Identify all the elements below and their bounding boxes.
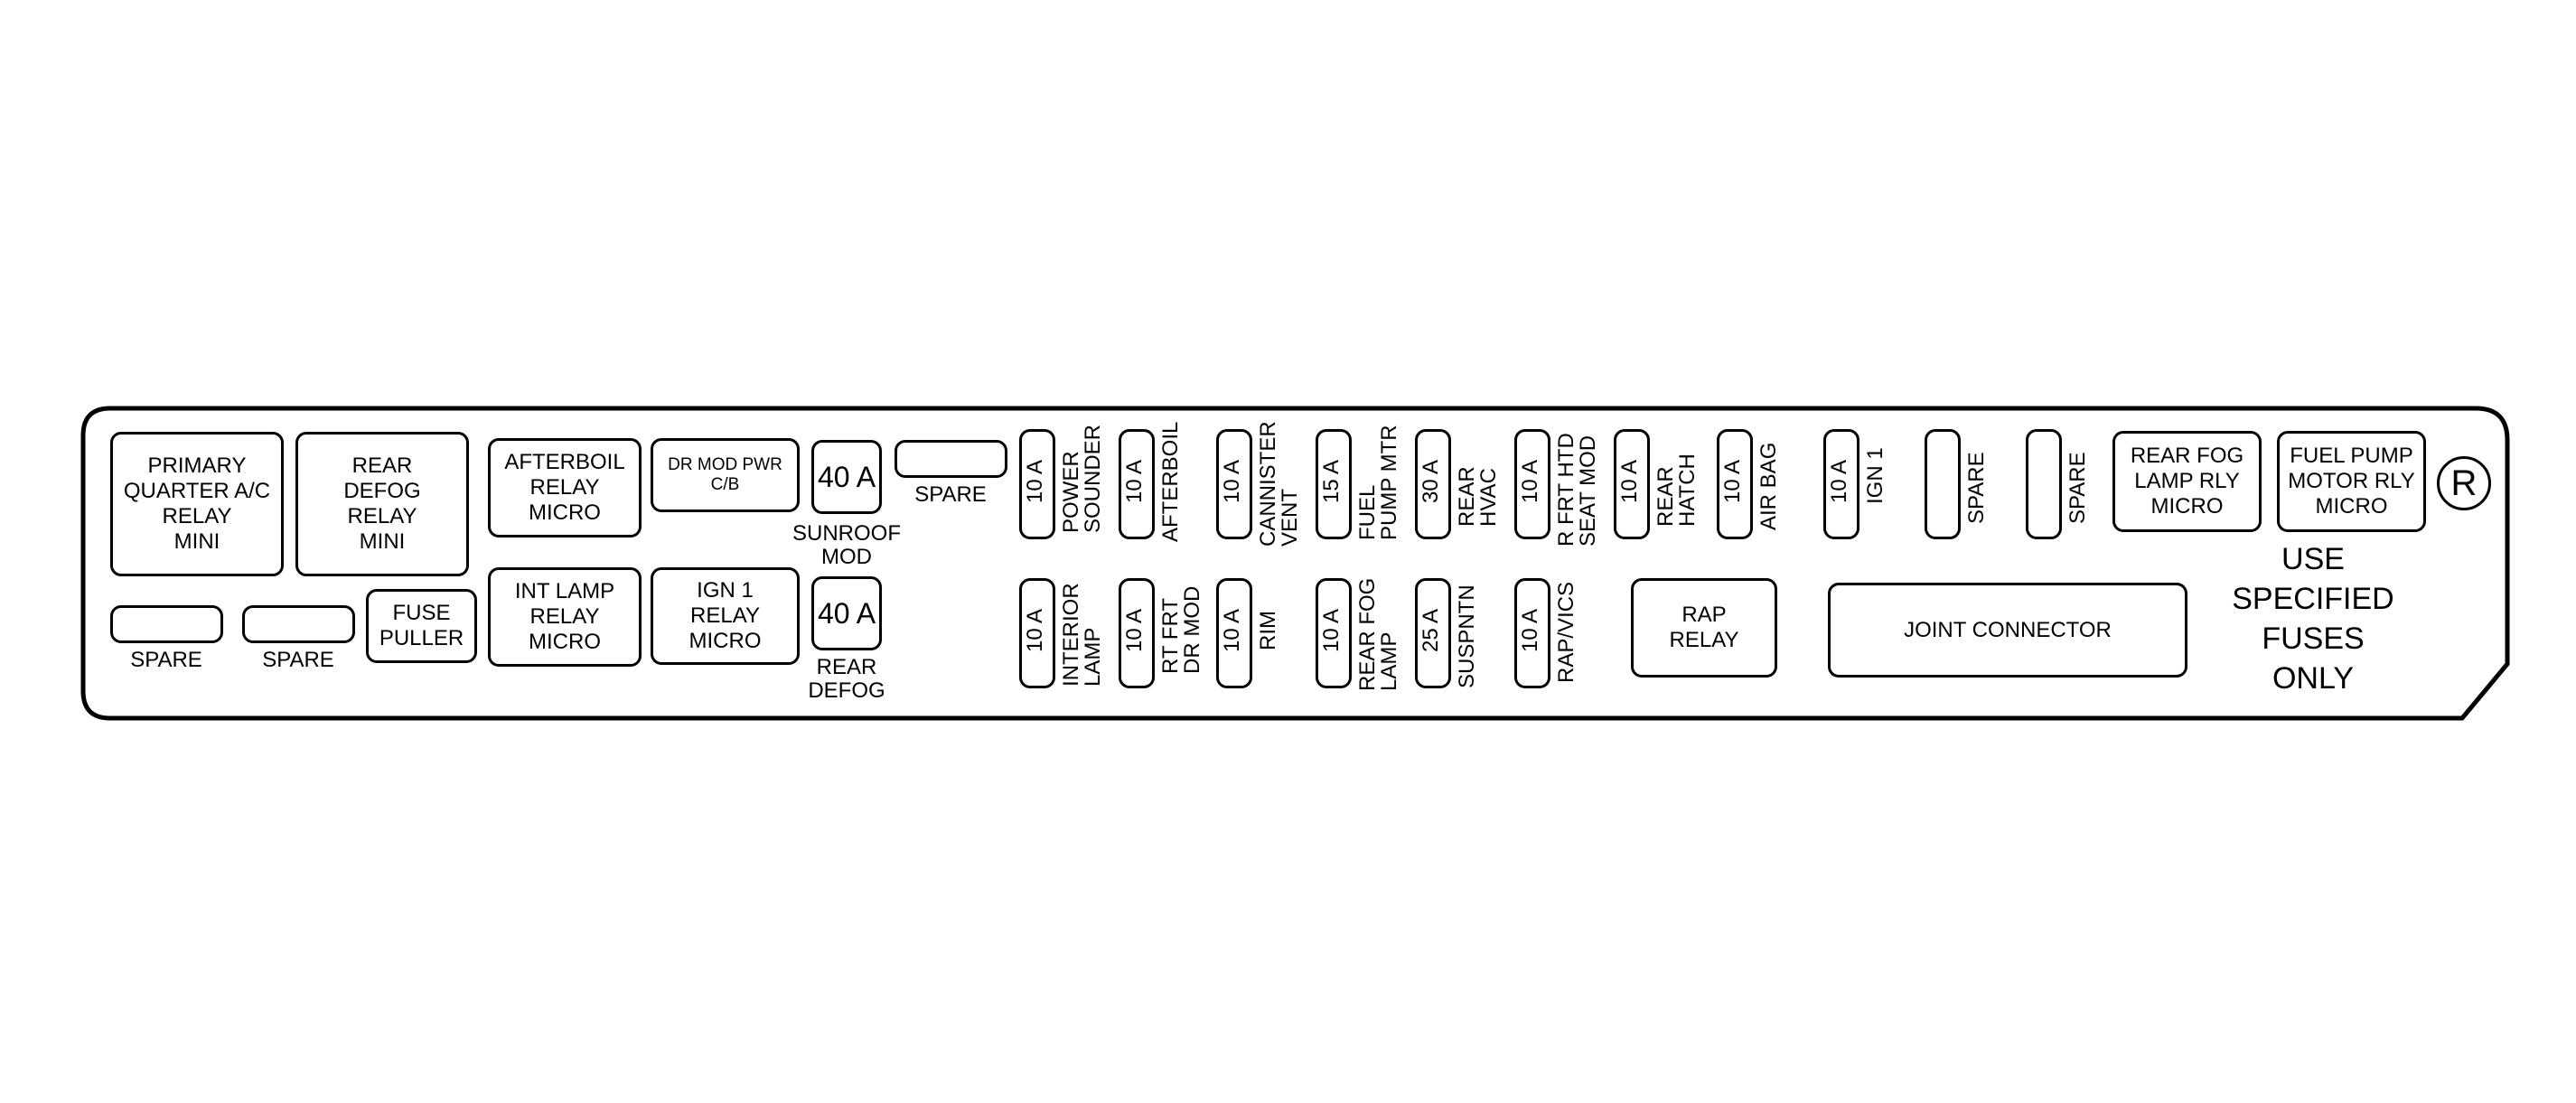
afterboil-relay: AFTERBOIL RELAY MICRO [488, 438, 642, 537]
fuse-label: AFTERBOIL [1158, 421, 1183, 542]
fuse-label: IGN 1 [1863, 447, 1888, 504]
use-specified-fuses-notice: USE SPECIFIED FUSES ONLY [2232, 542, 2394, 696]
fuse-rating: 10 A [1319, 608, 1344, 652]
spare-slot-1 [110, 605, 223, 643]
fuse-rap-vics [1514, 578, 1550, 688]
fuse-label: REAR FOG LAMP [1355, 577, 1401, 691]
fuse-rating: 10 A [1220, 608, 1244, 652]
fuse-label: R FRT HTD SEAT MOD [1554, 433, 1600, 547]
fuse-ign1 [1823, 429, 1859, 539]
fuse-interior-lamp [1019, 578, 1055, 688]
fuse-rim [1216, 578, 1252, 688]
fuse-spare-1 [1925, 429, 1961, 539]
fuse-rating: 30 A [1419, 459, 1443, 503]
primary-quarter-ac-relay: PRIMARY QUARTER A/C RELAY MINI [110, 432, 284, 576]
fuse-label: SUSPNTN [1455, 584, 1479, 688]
fuse-rating: 10 A [1720, 459, 1745, 503]
fuse-label: RT FRT DR MOD [1158, 585, 1204, 674]
fuse-rating: 10 A [1827, 459, 1851, 503]
fuse-rating: 15 A [1319, 459, 1344, 503]
fuse-rating: 10 A [1220, 459, 1244, 503]
rear-defog-label: REAR DEFOG [808, 655, 885, 703]
fuse-afterboil [1119, 429, 1155, 539]
fuse-rt-frt-dr-mod [1119, 578, 1155, 688]
ign1-relay: IGN 1 RELAY MICRO [651, 567, 800, 665]
rap-relay: RAP RELAY [1631, 578, 1777, 678]
fuse-rear-fog-lamp [1316, 578, 1352, 688]
rear-fog-lamp-relay: REAR FOG LAMP RLY MICRO [2112, 431, 2262, 532]
maxi-fuse-sunroof: 40 A [811, 440, 882, 514]
fuse-r-frt-htd-seat-mod [1514, 429, 1550, 539]
fuse-rating: 10 A [1122, 459, 1147, 503]
fuse-rating: 25 A [1419, 608, 1443, 652]
fuse-label: FUEL PUMP MTR [1355, 425, 1401, 540]
maxi-fuse-rear-defog: 40 A [811, 576, 882, 650]
fuel-pump-motor-relay: FUEL PUMP MOTOR RLY MICRO [2277, 431, 2426, 532]
fuse-rating: 10 A [1023, 459, 1047, 503]
int-lamp-relay: INT LAMP RELAY MICRO [488, 567, 642, 667]
fuse-rating: 10 A [1617, 459, 1642, 503]
registered-mark-icon: R [2437, 456, 2491, 510]
spare-slot-2 [242, 605, 355, 643]
fuse-label: POWER SOUNDER [1059, 424, 1105, 533]
sunroof-mod-label: SUNROOF MOD [792, 521, 901, 569]
fuse-fuel-pump-mtr [1316, 429, 1352, 539]
fuse-label: REAR HVAC [1455, 466, 1501, 527]
fuse-label: AIR BAG [1756, 442, 1781, 530]
fuse-puller: FUSE PULLER [366, 589, 477, 663]
rear-defog-relay: REAR DEFOG RELAY MINI [295, 432, 469, 576]
fuse-suspntn [1415, 578, 1451, 688]
spare-slot-top [895, 440, 1007, 478]
dr-mod-pwr-cb: DR MOD PWR C/B [651, 438, 800, 512]
fuse-rating: 10 A [1518, 459, 1542, 503]
fuse-air-bag [1717, 429, 1753, 539]
spare-label-top: SPARE [914, 482, 987, 507]
fuse-label: RAP/VICS [1554, 581, 1578, 683]
fuse-label: INTERIOR LAMP [1059, 583, 1105, 687]
fuse-power-sounder [1019, 429, 1055, 539]
spare-label-1: SPARE [130, 648, 202, 672]
fuse-rating: 10 A [1023, 608, 1047, 652]
fuse-rear-hatch [1614, 429, 1650, 539]
fuse-rating: 10 A [1122, 608, 1147, 652]
spare-label-2: SPARE [262, 648, 334, 672]
fuse-rear-hvac [1415, 429, 1451, 539]
fuse-label: SPARE [1964, 452, 1989, 524]
fuse-label: REAR HATCH [1653, 453, 1700, 527]
joint-connector: JOINT CONNECTOR [1828, 583, 2187, 678]
fuse-rating: 10 A [1518, 608, 1542, 652]
fuse-cannister-vent [1216, 429, 1252, 539]
fuse-label: RIM [1256, 611, 1280, 650]
fuse-label: SPARE [2065, 452, 2090, 524]
fuse-label: CANNISTER VENT [1256, 421, 1302, 547]
fuse-spare-2 [2026, 429, 2062, 539]
